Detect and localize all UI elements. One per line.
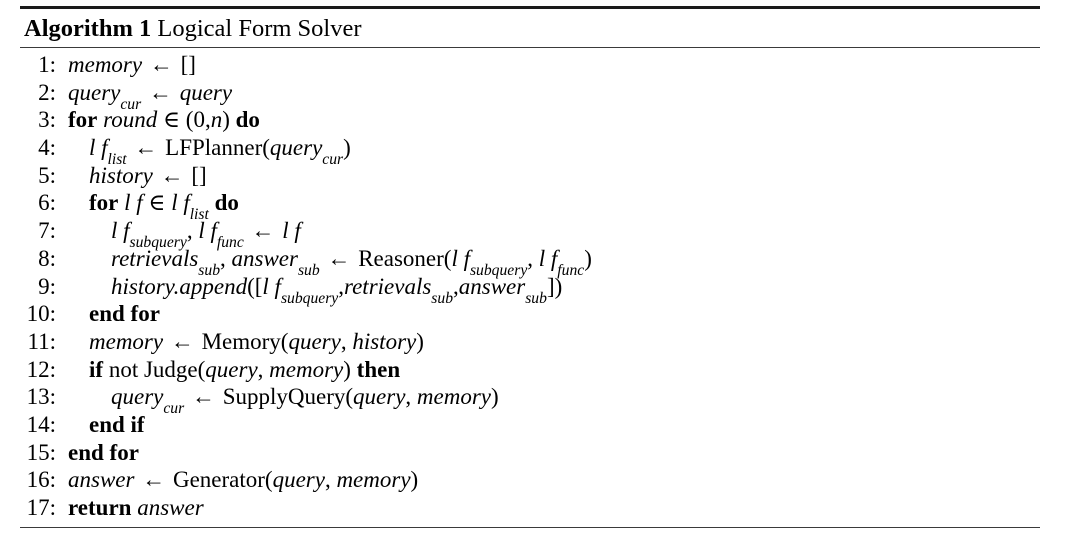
line-content: memory ← Memory(query, history) [89,328,424,354]
line-number: 11 [20,329,56,355]
line-content: if not Judge(query, memory) then [89,356,401,382]
algorithm-steps: 1 memory ← [] 2 querycur ← query 3 for r… [20,48,1040,527]
algorithm-line: 6 for l f ∈ l flist do [20,190,1040,224]
line-content: end for [68,439,139,465]
algorithm-line: 13 querycur ← SupplyQuery(query, memory) [20,384,1040,418]
algorithm-line: 4 l flist ← LFPlanner(querycur) [20,135,1040,169]
line-number: 15 [20,440,56,466]
line-content: querycur ← SupplyQuery(query, memory) [111,384,499,418]
algorithm-label: Algorithm 1 [24,15,152,42]
line-number: 3 [20,107,56,133]
line-content: return answer [68,495,204,520]
line-content: for l f ∈ l flist do [89,190,239,224]
line-content: querycur ← query [68,79,233,113]
line-number: 17 [20,495,56,521]
algorithm-block: Algorithm 1 Logical Form Solver 1 memory… [20,6,1040,528]
bottom-rule [20,526,1040,528]
algorithm-line: 9 history.append([l fsubquery,retrievals… [20,273,1040,307]
algorithm-line: 1 memory ← [] [20,52,1040,80]
line-number: 10 [20,301,56,327]
algorithm-line: 12 if not Judge(query, memory) then [20,357,1040,385]
line-number: 14 [20,412,56,438]
algorithm-line: 10 end for [20,301,1040,329]
line-content: for round ∈ (0,n) do [68,107,260,133]
algorithm-line: 3 for round ∈ (0,n) do [20,107,1040,135]
line-number: 6 [20,190,56,216]
algorithm-header: Algorithm 1 Logical Form Solver [20,9,1040,47]
line-number: 16 [20,467,56,493]
line-number: 1 [20,52,56,78]
algorithm-line: 14 end if [20,412,1040,440]
line-content: l flist ← LFPlanner(querycur) [89,135,351,169]
line-content: retrievalssub, answersub ← Reasoner(l fs… [111,245,592,279]
line-number: 2 [20,80,56,106]
algorithm-line: 17 return answer [20,495,1040,523]
algorithm-line: 11 memory ← Memory(query, history) [20,329,1040,357]
header-rule [20,47,1040,48]
line-content: end for [89,301,160,327]
algorithm-line: 15 end for [20,440,1040,468]
line-number: 12 [20,357,56,383]
line-content: answer ← Generator(query, memory) [68,467,419,493]
line-content: history.append([l fsubquery,retrievalssu… [111,273,563,307]
algorithm-line: 2 querycur ← query [20,79,1040,113]
line-content: end if [89,411,145,437]
line-content: memory ← [] [68,52,196,77]
algorithm-line: 16 answer ← Generator(query, memory) [20,467,1040,495]
line-number: 4 [20,135,56,161]
algorithm-title: Logical Form Solver [157,15,362,42]
line-content: l fsubquery, l ffunc ← l f [111,218,301,252]
algorithm-line: 8 retrievalssub, answersub ← Reasoner(l … [20,245,1040,279]
top-rule [20,6,1040,9]
line-number: 13 [20,384,56,410]
line-content: history ← [] [89,162,207,188]
algorithm-line: 7 l fsubquery, l ffunc ← l f [20,218,1040,252]
line-number: 5 [20,163,56,189]
line-number: 7 [20,218,56,244]
line-number: 8 [20,246,56,272]
algorithm-line: 5 history ← [] [20,163,1040,191]
line-number: 9 [20,274,56,300]
